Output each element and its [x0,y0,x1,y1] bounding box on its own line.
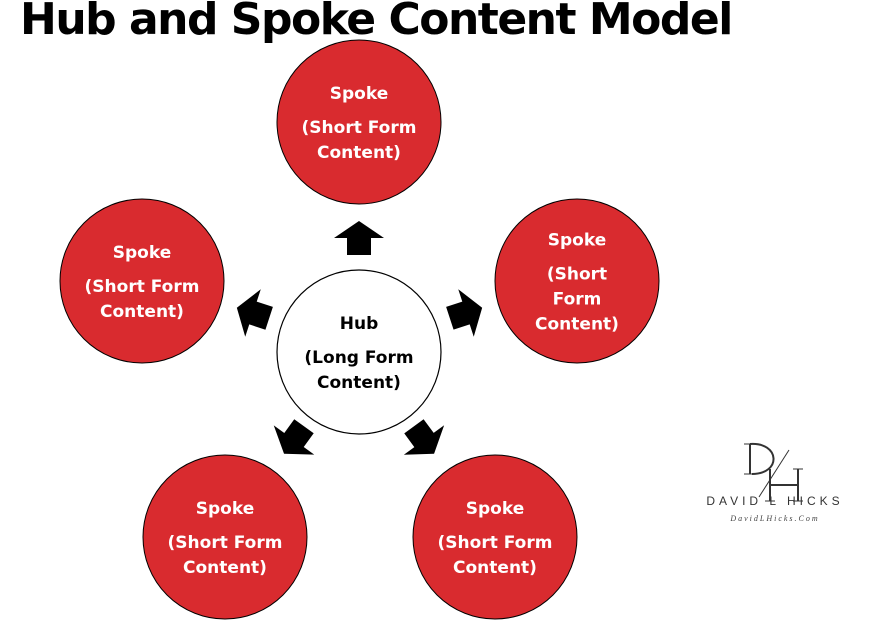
logo-name: DAVID L HICKS [706,494,844,508]
circle-text-line: (Long Form [304,348,413,368]
arrow-bottom-left-icon [273,419,315,455]
circle-text-line: Content) [100,302,184,322]
dh-monogram-icon [744,442,803,502]
circle-text-line: Content) [317,143,401,163]
circle-text-line: Spoke [196,499,254,519]
circle-text-line: Hub [340,314,379,334]
circle-text-line: Spoke [113,243,171,263]
circle-text-line: (Short Form [302,118,417,138]
circle-text-line: (Short [547,265,607,285]
circle-text-line: Form [553,290,602,310]
circle-text-line: (Short Form [168,533,283,553]
circle-text-line: Content) [183,558,267,578]
arrow-right-icon [446,289,483,337]
circle-text-line: Content) [453,558,537,578]
spoke-circle [276,39,442,205]
circle-text-line: Spoke [466,499,524,519]
arrow-top-icon [334,221,384,255]
logo-url: DavidLHicks.Com [730,514,820,523]
circle-text-line: Content) [535,315,619,335]
arrow-left-icon [236,289,273,337]
circle-text-line: (Short Form [438,533,553,553]
spoke-circle [59,198,225,364]
logo-monogram [744,442,803,502]
circle-text-line: Spoke [330,84,388,104]
page-title: Hub and Spoke Content Model [20,0,733,45]
spoke-circle [494,198,660,364]
circle-text-line: Spoke [548,231,606,251]
spoke-circle [412,454,578,620]
circle-text-line: (Short Form [85,277,200,297]
hub-circle [276,269,442,435]
circle-text-line: Content) [317,373,401,393]
spoke-circle [142,454,308,620]
arrow-bottom-right-icon [403,419,445,455]
